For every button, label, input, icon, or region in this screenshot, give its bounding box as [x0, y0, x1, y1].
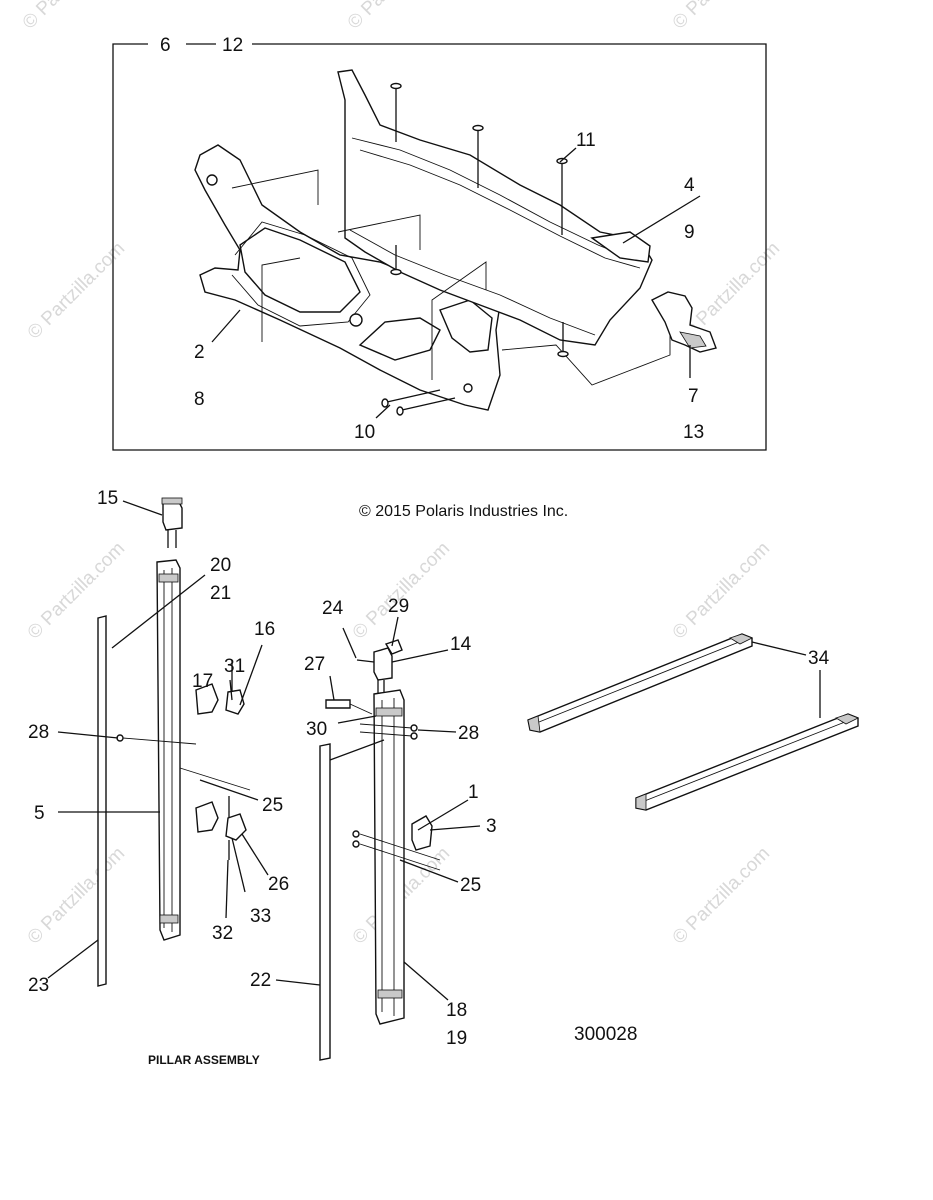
callout-27: 27	[304, 654, 325, 675]
callout-28: 28	[458, 723, 479, 744]
watermark: © Partzilla.com	[669, 538, 774, 643]
callout-23: 23	[28, 975, 49, 996]
callout-10: 10	[354, 422, 375, 443]
callout-2: 2	[194, 342, 205, 363]
callout-3: 3	[486, 816, 497, 837]
callout-4: 4	[684, 175, 695, 196]
callout-26: 26	[268, 874, 289, 895]
header-range-start: 6	[160, 35, 171, 56]
callout-30: 30	[306, 719, 327, 740]
bolt-fasteners	[381, 389, 456, 416]
left-pillar-part	[156, 559, 181, 941]
callout-32: 32	[212, 923, 233, 944]
callout-13: 13	[683, 422, 704, 443]
side-panel-hole	[206, 174, 218, 186]
callout-31: 31	[224, 656, 245, 677]
pillar-clip-part	[373, 647, 393, 681]
upper-latch-part	[225, 689, 245, 715]
side-panel-tab	[358, 317, 441, 361]
callout-24: 24	[322, 598, 344, 619]
callout-14: 14	[450, 634, 472, 655]
pillar-cap-part	[162, 499, 183, 531]
callout-17: 17	[192, 671, 213, 692]
callout-21: 21	[210, 583, 231, 604]
side-panel-hole	[463, 383, 473, 393]
pillar-clip-tab	[384, 639, 403, 655]
pin-rod-part	[325, 699, 351, 709]
pillar-cap-top	[161, 497, 183, 505]
right-pillar-part	[373, 689, 405, 1025]
watermark: © Partzilla.com	[349, 538, 454, 643]
callout-34: 34	[808, 648, 830, 669]
watermark: © Partzilla.com	[669, 843, 774, 948]
watermark: © Partzilla.com	[24, 843, 129, 948]
watermark: © Partzilla.com	[19, 0, 124, 34]
guide-line	[261, 257, 301, 342]
callout-1: 1	[468, 782, 479, 803]
callout-18: 18	[446, 1000, 467, 1021]
callout-28: 28	[28, 722, 49, 743]
pillar-bracket-part	[411, 815, 433, 851]
watermark: © Partzilla.com	[344, 0, 449, 34]
leader-line	[559, 147, 577, 163]
upper-bracket-part	[195, 683, 219, 715]
top-assembly: 6 12	[112, 35, 767, 451]
leader-line	[622, 195, 701, 244]
guide-line	[431, 261, 487, 380]
leader-line	[375, 404, 391, 419]
watermark: © Partzilla.com	[24, 538, 129, 643]
right-trim-strip	[319, 743, 331, 1061]
callout-22: 22	[250, 970, 271, 991]
leader-line	[211, 309, 241, 343]
latch-detail	[679, 331, 707, 349]
side-panel-rib	[231, 221, 371, 327]
copyright-text: © 2015 Polaris Industries Inc.	[359, 503, 568, 520]
callout-15: 15	[97, 488, 118, 509]
rail-assembly: 34	[527, 633, 859, 811]
guide-line	[501, 328, 671, 386]
guide-line	[231, 169, 319, 205]
screw-fasteners	[390, 82, 569, 358]
callout-29: 29	[388, 596, 409, 617]
watermark: © Partzilla.com	[669, 0, 774, 34]
diagram-id: 300028	[574, 1024, 637, 1045]
side-panel-cutout	[239, 227, 361, 313]
callout-11: 11	[576, 130, 596, 151]
tray-edge	[351, 137, 631, 259]
tray-inner-edge	[359, 149, 641, 269]
pillar-assembly-caption: PILLAR ASSEMBLY	[148, 1053, 260, 1067]
upper-rail-part	[527, 633, 753, 733]
header-range-end: 12	[222, 35, 243, 56]
left-pillar-assembly: 15 20 21 16 17 31 28 5 25 26 33 32 23	[28, 488, 289, 996]
lower-latch-part	[225, 813, 247, 841]
left-trim-strip	[97, 615, 107, 987]
side-panel-hole	[349, 313, 363, 327]
callout-5: 5	[34, 803, 45, 824]
lower-rail-part	[635, 713, 859, 811]
tray-part	[337, 69, 653, 346]
guide-line	[337, 214, 421, 250]
tray-end-cap	[590, 231, 651, 263]
callout-9: 9	[684, 222, 695, 243]
callout-16: 16	[254, 619, 275, 640]
callout-19: 19	[446, 1028, 467, 1049]
callout-7: 7	[688, 386, 699, 407]
lower-bracket-part	[195, 801, 219, 833]
callout-8: 8	[194, 389, 205, 410]
right-pillar-assembly: 24 29 14 27 30 28 1 3 25 22 18 19	[250, 596, 497, 1061]
tray-floor	[349, 229, 596, 336]
callout-25: 25	[460, 875, 481, 896]
callout-33: 33	[250, 906, 271, 927]
callout-25: 25	[262, 795, 283, 816]
assembly-frame	[112, 43, 767, 451]
callout-20: 20	[210, 555, 231, 576]
